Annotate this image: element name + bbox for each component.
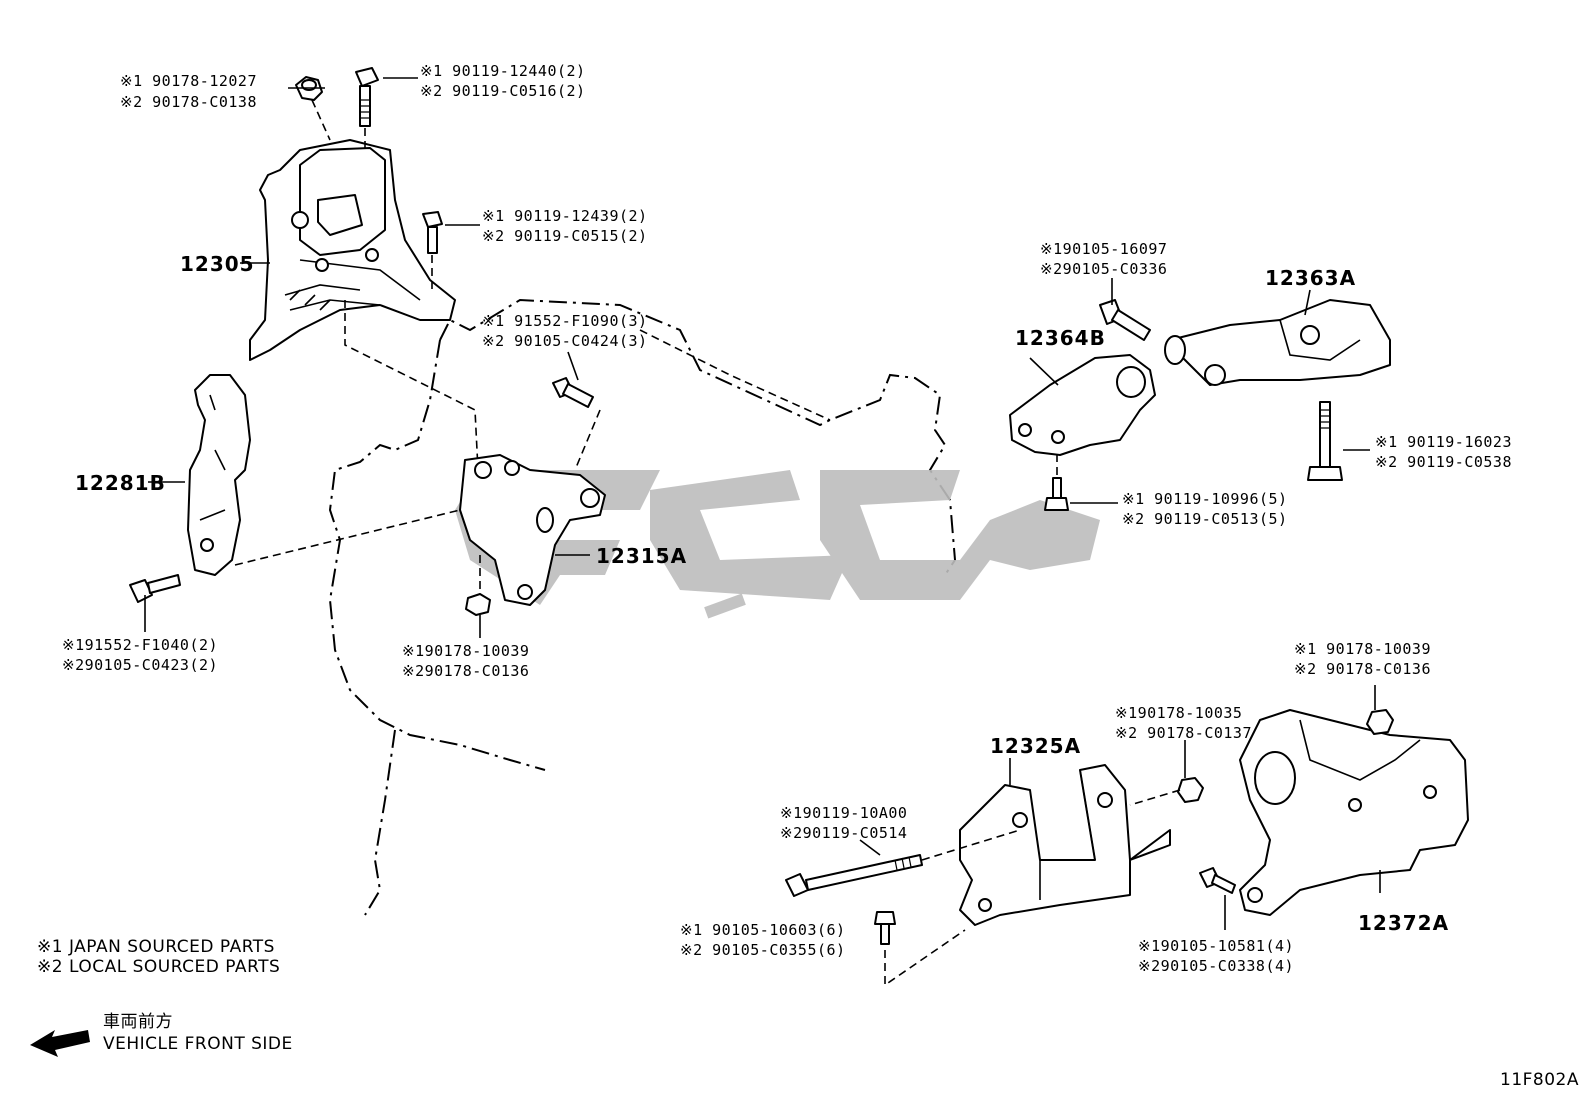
bolt-c3-icon (422, 211, 443, 254)
engine-hanger-12281B (187, 374, 251, 576)
callout-line: ※290105-C0423(2) (62, 656, 218, 674)
callout-c1: ※1 90178-12027 ※2 90178-C0138 (120, 72, 257, 111)
engine-mount-12305 (249, 139, 456, 361)
callout-c14: ※190105-10581(4) ※290105-C0338(4) (1138, 937, 1294, 975)
callout-line: ※2 90105-C0355(6) (680, 941, 846, 959)
callout-line: ※1 90105-10603(6) (680, 921, 846, 939)
engine-outline (328, 298, 957, 916)
callout-c3: ※1 90119-12439(2) ※2 90119-C0515(2) (482, 207, 648, 245)
leader-c13 (884, 929, 966, 987)
callout-line: ※1 90119-12440(2) (420, 62, 586, 80)
figure-code: 11F802A (1500, 1070, 1579, 1090)
callout-c12: ※190119-10A00 ※290119-C0514 (780, 804, 907, 842)
callout-line: ※1 90178-10039 (1294, 640, 1431, 658)
torque-rod-12363A (1164, 299, 1391, 386)
callout-line: ※190178-10039 (402, 642, 529, 660)
callout-line: ※190178-10035 (1115, 704, 1242, 722)
callout-c4: ※1 91552-F1090(3) ※2 90105-C0424(3) (482, 312, 648, 350)
callout-line: ※191552-F1040(2) (62, 636, 218, 654)
bolt-c2-icon (355, 67, 379, 127)
callout-c11: ※190178-10035 ※2 90178-C0137 (1115, 704, 1252, 742)
nut-c10-icon (1366, 709, 1394, 735)
callout-line: ※190105-16097 (1040, 240, 1167, 258)
callout-c6: ※190178-10039 ※290178-C0136 (402, 642, 529, 680)
callout-line: ※2 90178-C0138 (120, 93, 257, 111)
leader-c12 (921, 829, 1021, 861)
bolt-c12-icon (785, 854, 923, 897)
callout-c10: ※1 90178-10039 ※2 90178-C0136 (1294, 640, 1431, 678)
legend: ※1 JAPAN SOURCED PARTS ※2 LOCAL SOURCED … (37, 937, 280, 977)
callout-line: ※1 90119-16023 (1375, 433, 1512, 451)
legend-local: ※2 LOCAL SOURCED PARTS (37, 957, 280, 977)
mount-12372A (1239, 709, 1469, 916)
callout-line: ※290105-C0336 (1040, 260, 1167, 278)
bolt-c7-icon (1099, 299, 1151, 341)
callout-line: ※290119-C0514 (780, 824, 907, 842)
callout-line: ※1 90119-12439(2) (482, 207, 648, 225)
callout-line: ※290178-C0136 (402, 662, 529, 680)
leader-c4-engine (639, 329, 831, 421)
callout-c13: ※1 90105-10603(6) ※2 90105-C0355(6) (680, 921, 846, 959)
bolt-c4-icon (552, 377, 594, 408)
nut-c6-icon (465, 593, 491, 616)
callout-line: ※2 90119-C0515(2) (482, 227, 648, 245)
callout-line: ※1 90119-10996(5) (1122, 490, 1288, 508)
leader-hanger-to-bracket (234, 509, 461, 566)
callout-line: ※2 90119-C0516(2) (420, 82, 586, 100)
callout-line: ※2 90119-C0513(5) (1122, 510, 1288, 528)
bolt-c5-icon (129, 574, 181, 603)
mount-bracket-12315A (459, 454, 606, 606)
front-label-jp: 車両前方 (103, 1012, 173, 1032)
callout-line: ※190105-10581(4) (1138, 937, 1294, 955)
callout-c8: ※1 90119-16023 ※2 90119-C0538 (1375, 433, 1512, 471)
front-label-en: VEHICLE FRONT SIDE (103, 1034, 293, 1054)
bolt-c13-icon (874, 911, 896, 945)
bolt-c8-icon (1307, 401, 1343, 481)
front-indicator: 車両前方 VEHICLE FRONT SIDE (30, 1012, 293, 1057)
label-12363A: 12363A (1265, 266, 1356, 290)
legend-japan: ※1 JAPAN SOURCED PARTS (37, 937, 275, 957)
callout-line: ※2 90178-C0136 (1294, 660, 1431, 678)
callout-line: ※2 90105-C0424(3) (482, 332, 648, 350)
leader-c11 (1129, 789, 1181, 806)
leader-c4 (574, 409, 601, 471)
callout-c9: ※1 90119-10996(5) ※2 90119-C0513(5) (1122, 490, 1288, 528)
leader-12305-to-bracket (344, 300, 479, 471)
callout-line: ※2 90178-C0137 (1115, 724, 1252, 742)
leader-c1 (311, 99, 331, 141)
label-12315A: 12315A (596, 544, 687, 568)
bolt-c9-icon (1044, 477, 1069, 511)
label-12305: 12305 (180, 252, 255, 276)
bolt-c14-icon (1199, 867, 1236, 894)
callout-c7: ※190105-16097 ※290105-C0336 (1040, 240, 1167, 278)
bracket-12325A (959, 764, 1171, 926)
callout-c5: ※191552-F1040(2) ※290105-C0423(2) (62, 636, 218, 674)
leader-lines (144, 77, 1381, 930)
mount-insulator-12364B (1009, 354, 1156, 456)
label-12281B: 12281B (75, 471, 166, 495)
callout-line: ※190119-10A00 (780, 804, 907, 822)
label-12325A: 12325A (990, 734, 1081, 758)
label-12372A: 12372A (1358, 911, 1449, 935)
callout-c2: ※1 90119-12440(2) ※2 90119-C0516(2) (420, 62, 586, 100)
callout-line: ※2 90119-C0538 (1375, 453, 1512, 471)
callout-line: ※1 91552-F1090(3) (482, 312, 648, 330)
callout-line: ※1 90178-12027 (120, 72, 257, 90)
nut-c11-icon (1177, 777, 1204, 803)
callout-line: ※290105-C0338(4) (1138, 957, 1294, 975)
label-12364B: 12364B (1015, 326, 1106, 350)
front-arrow-icon (30, 1030, 90, 1057)
